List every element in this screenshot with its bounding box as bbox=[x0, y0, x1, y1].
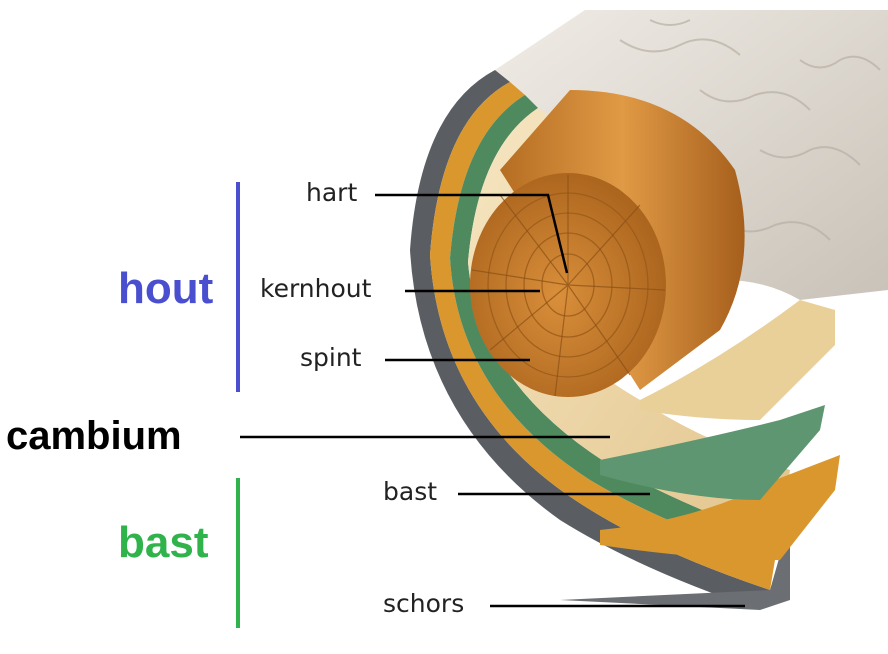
group-label-bast: bast bbox=[118, 518, 208, 568]
group-label-hout: hout bbox=[118, 264, 213, 314]
label-schors: schors bbox=[383, 589, 464, 618]
label-hart: hart bbox=[306, 178, 357, 207]
label-spint: spint bbox=[300, 343, 362, 372]
label-bast-layer: bast bbox=[383, 477, 437, 506]
label-cambium: cambium bbox=[6, 414, 182, 459]
label-kernhout: kernhout bbox=[260, 274, 371, 303]
